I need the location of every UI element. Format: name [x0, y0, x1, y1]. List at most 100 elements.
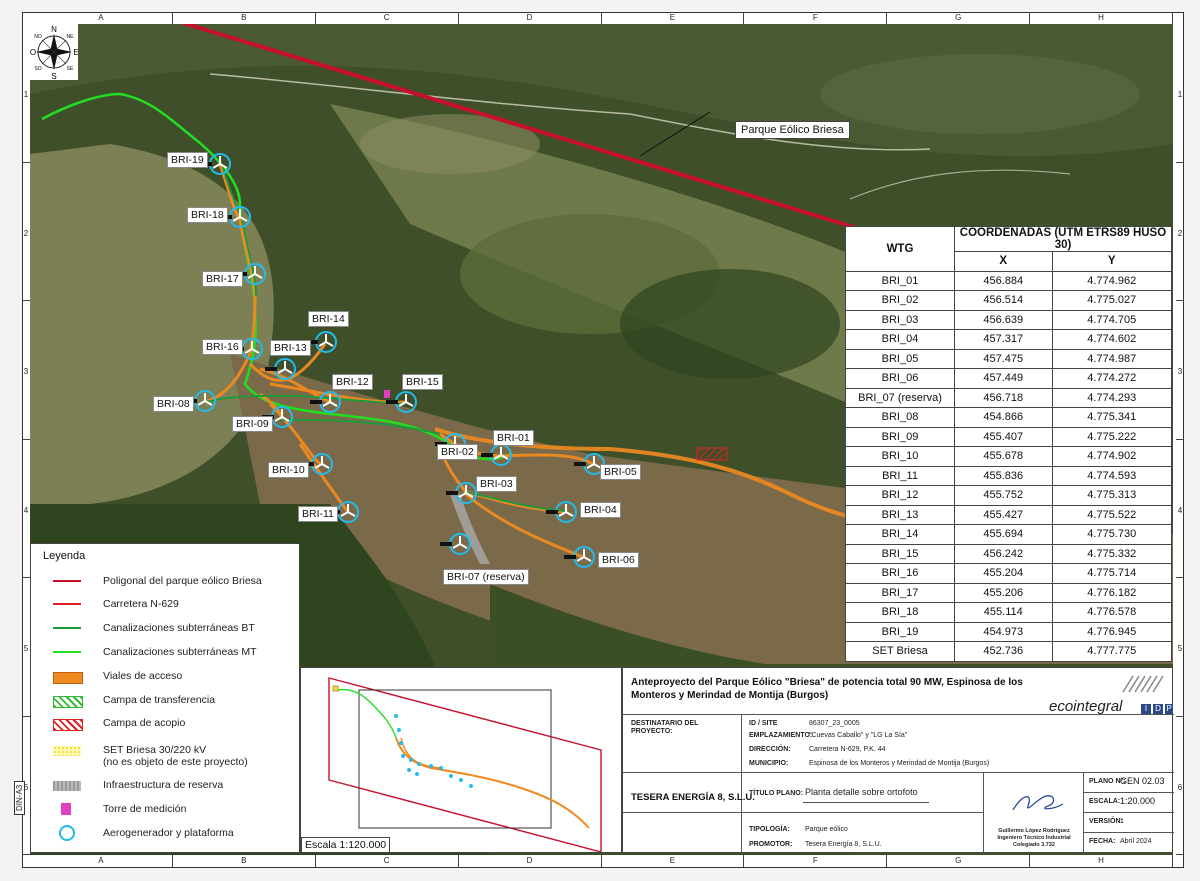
ruler-row-6: 6	[22, 717, 30, 855]
cell-wtg: BRI_13	[845, 504, 955, 525]
campa-acopio	[696, 447, 728, 461]
met-tower	[384, 390, 390, 398]
escala-value: 1:20.000	[1120, 796, 1156, 806]
legend-item: Viales de acceso	[51, 667, 301, 687]
version-label: VERSIÓN:	[1089, 818, 1123, 825]
cell-y: 4.775.522	[1051, 504, 1173, 525]
ruler-row-label: 6	[23, 782, 29, 792]
cell-y: 4.774.902	[1051, 446, 1173, 467]
bt-cables	[204, 163, 566, 512]
ruler-column-c: C	[316, 855, 459, 867]
ruler-row-3: 3	[22, 301, 30, 440]
ruler-row-label: 6	[1177, 782, 1183, 792]
turbine-marker	[386, 391, 417, 413]
turbine-label: BRI-16	[202, 339, 243, 355]
ruler-row-1: 1	[1176, 24, 1184, 163]
ruler-column-c: C	[316, 12, 459, 24]
cell-x: 452.736	[954, 641, 1053, 662]
overview-scale-label: Escala 1:120.000	[301, 837, 391, 853]
cell-x: 455.678	[954, 446, 1053, 467]
cell-x: 456.718	[954, 387, 1053, 408]
cell-x: 456.639	[954, 309, 1053, 330]
ruler-column-b: B	[173, 12, 316, 24]
legend-label-line2: (no es objeto de este proyecto)	[103, 756, 248, 768]
destinatario-label: DESTINATARIO DEL PROYECTO:	[631, 720, 699, 735]
ruler-row-4: 4	[1176, 440, 1184, 578]
ruler-row-1: 1	[22, 24, 30, 163]
version-value: 1	[1120, 818, 1124, 825]
svg-text:S: S	[51, 72, 56, 80]
cell-x: 455.427	[954, 504, 1053, 525]
municipio-value: Espinosa de los Monteros y Merindad de M…	[809, 760, 990, 767]
ruler-column-h: H	[1030, 12, 1173, 24]
fecha-value: Abril 2024	[1120, 838, 1152, 845]
company-logo: ecointegral	[1049, 698, 1123, 715]
direccion-value: Carretera N-629, P.K. 44	[809, 746, 886, 753]
ruler-row-label: 1	[1177, 90, 1183, 100]
legend-line-symbol	[53, 580, 81, 582]
legend-label: Canalizaciones subterráneas MT	[103, 646, 257, 658]
ruler-column-f: F	[744, 855, 888, 867]
overview-map	[300, 667, 622, 853]
legend-line-symbol	[53, 651, 81, 653]
cell-y: 4.774.987	[1051, 348, 1173, 369]
turbine-marker	[306, 331, 337, 353]
ruler-column-h: H	[1030, 855, 1173, 867]
cell-x: 454.866	[954, 407, 1053, 428]
legend-label: SET Briesa 30/220 kV(no es objeto de est…	[103, 744, 248, 768]
svg-text:NE: NE	[67, 34, 75, 40]
compass-rose-icon: N S E O NE NO SE SO	[30, 24, 78, 80]
col-y-header: Y	[1051, 251, 1173, 272]
cell-wtg: BRI_10	[845, 446, 955, 467]
cell-x: 454.973	[954, 621, 1053, 642]
cell-y: 4.774.602	[1051, 329, 1173, 350]
cell-y: 4.775.714	[1051, 563, 1173, 584]
ruler-column-a: A	[30, 855, 173, 867]
reserve-infra	[450, 494, 490, 564]
legend-item: Canalizaciones subterráneas MT	[51, 643, 301, 663]
cell-x: 457.475	[954, 348, 1053, 369]
plano-value: GEN 02.03	[1120, 776, 1165, 786]
turbine-marker	[265, 358, 296, 380]
legend-label-line: Canalizaciones subterráneas BT	[103, 622, 255, 634]
ruler-column-d: D	[459, 12, 602, 24]
cell-wtg: BRI_19	[845, 621, 955, 642]
park-label-leader	[639, 111, 711, 157]
ruler-column-g: G	[887, 12, 1031, 24]
cell-y: 4.774.705	[1051, 309, 1173, 330]
cell-x: 455.206	[954, 582, 1053, 603]
cell-wtg: BRI_16	[845, 563, 955, 584]
park-name-label: Parque Eólico Briesa	[735, 121, 850, 139]
logo-box-1: I	[1141, 704, 1151, 714]
cell-x: 456.514	[954, 290, 1053, 311]
svg-text:NO: NO	[34, 34, 42, 40]
logo-box-3: P	[1165, 704, 1173, 714]
project-title: Anteproyecto del Parque Eólico "Briesa" …	[631, 677, 1023, 701]
ruler-row-label: 4	[23, 505, 29, 515]
overview-canvas	[301, 668, 621, 853]
legend-label-line: Canalizaciones subterráneas MT	[103, 646, 257, 658]
ruler-row-2: 2	[1176, 163, 1184, 301]
ruler-column-d: D	[459, 855, 602, 867]
turbine-marker	[440, 533, 471, 555]
ruler-row-6: 6	[1176, 717, 1184, 855]
col-wtg-header: WTG	[845, 226, 955, 272]
legend-hatch-symbol	[53, 719, 83, 731]
cell-y: 4.776.578	[1051, 602, 1173, 623]
cell-y: 4.777.775	[1051, 641, 1173, 662]
turbine-label: BRI-13	[270, 340, 311, 356]
signer-name: Guillermo López Rodríguez	[998, 828, 1070, 834]
legend-line-symbol	[53, 627, 81, 629]
turbine-label: BRI-07 (reserva)	[443, 569, 529, 585]
cell-wtg: BRI_11	[845, 465, 955, 486]
turbine-marker	[564, 546, 595, 568]
access-roads	[204, 163, 594, 559]
